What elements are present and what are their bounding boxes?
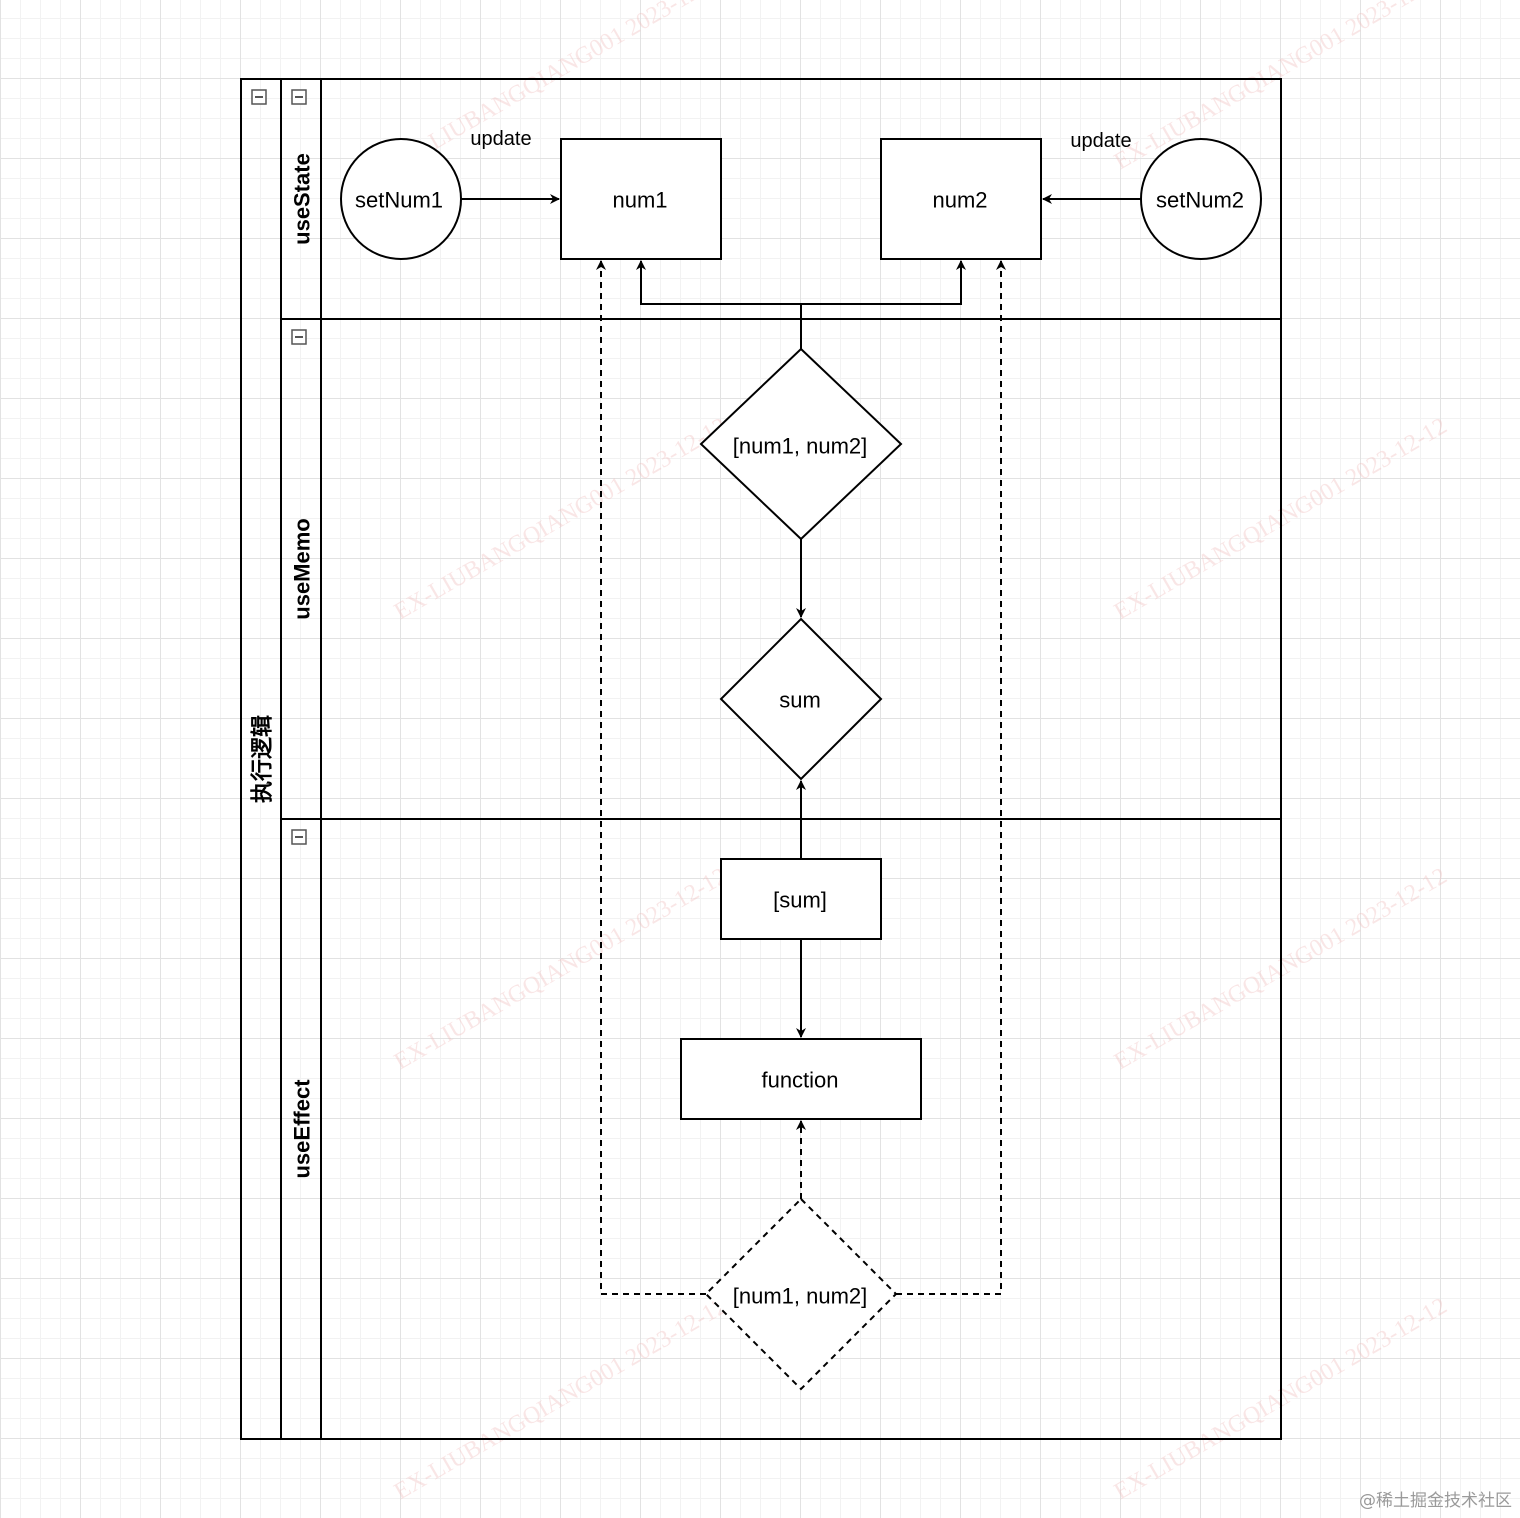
node-effect-deps-label: [sum] [773, 888, 827, 913]
pool-frame [240, 78, 1282, 1440]
node-num2[interactable]: num2 [880, 138, 1042, 260]
node-effect-deps-dashed[interactable]: [num1, num2] [704, 1197, 898, 1391]
node-num1[interactable]: num1 [560, 138, 722, 260]
node-num2-label: num2 [932, 188, 987, 213]
node-memo-deps[interactable]: [num1, num2] [699, 347, 903, 541]
lane-collapse-icon[interactable] [291, 829, 307, 845]
node-sum[interactable]: sum [719, 617, 883, 781]
node-setnum2[interactable]: setNum2 [1140, 138, 1262, 260]
edge-label-update-left: update [470, 128, 531, 150]
edge-dashed-deps-to-num1 [596, 260, 706, 1295]
lane-collapse-icon[interactable] [291, 89, 307, 105]
node-function[interactable]: function [680, 1038, 922, 1120]
swimlane-pool: 执行逻辑 useState useMemo useEffect [240, 78, 1282, 1440]
edge-label-update-right: update [1070, 130, 1131, 152]
lane-collapse-icon[interactable] [291, 329, 307, 345]
node-setnum2-label: setNum2 [1156, 188, 1244, 213]
edge-memo-deps-to-num2 [801, 260, 966, 305]
pool-collapse-icon[interactable] [251, 89, 267, 105]
node-effect-deps-dashed-label: [num1, num2] [733, 1284, 868, 1309]
edge-memo-deps-to-num1 [636, 260, 802, 349]
lane-title-usememo: useMemo [290, 518, 315, 619]
edges [461, 194, 1141, 1295]
edge-dashed-deps-to-num2 [896, 260, 1006, 1295]
node-setnum1[interactable]: setNum1 [340, 138, 462, 260]
node-memo-deps-label: [num1, num2] [733, 434, 868, 459]
lane-title-useeffect: useEffect [290, 1079, 315, 1179]
node-setnum1-label: setNum1 [355, 188, 443, 213]
node-sum-label: sum [779, 688, 821, 713]
node-num1-label: num1 [612, 188, 667, 213]
node-function-label: function [761, 1068, 838, 1093]
pool-title: 执行逻辑 [250, 715, 275, 803]
footer-credit: @稀土掘金技术社区 [1359, 1491, 1512, 1511]
node-effect-deps[interactable]: [sum] [720, 858, 882, 940]
lane-title-usestate: useState [290, 153, 315, 245]
